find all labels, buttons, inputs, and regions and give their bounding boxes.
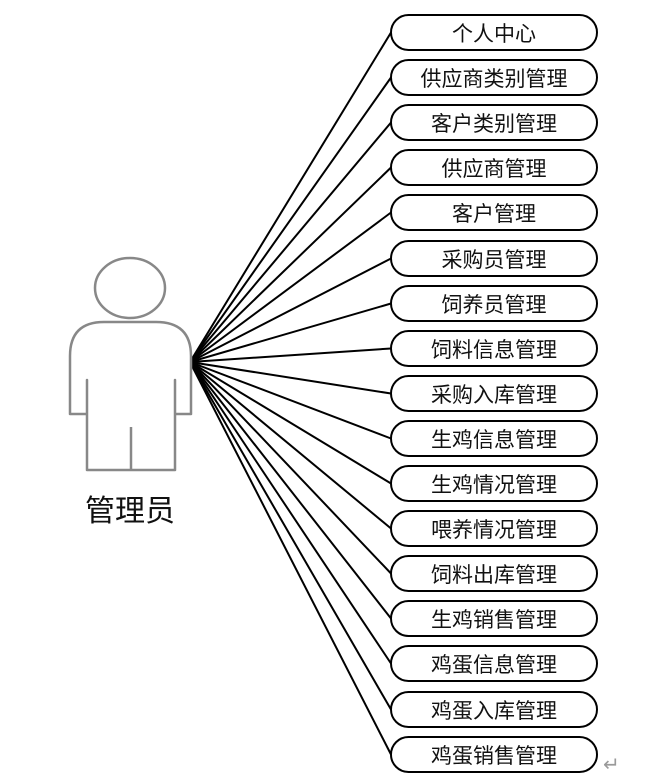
- use-case-5: 客户管理: [390, 194, 598, 231]
- association-line-9: [189, 361, 392, 395]
- use-case-2: 供应商类别管理: [390, 59, 598, 96]
- association-line-17: [189, 361, 392, 755]
- association-line-2: [189, 76, 392, 363]
- person-icon: [68, 256, 193, 472]
- association-line-14: [189, 361, 392, 620]
- association-line-1: [189, 31, 392, 363]
- use-case-16: 鸡蛋入库管理: [390, 691, 598, 728]
- paragraph-mark: ↵: [603, 752, 620, 776]
- association-line-11: [189, 361, 392, 485]
- association-line-12: [189, 361, 392, 530]
- use-case-9: 采购入库管理: [390, 375, 598, 412]
- association-line-3: [189, 121, 392, 363]
- association-line-5: [189, 211, 392, 363]
- use-case-17: 鸡蛋销售管理: [390, 736, 598, 773]
- use-case-10: 生鸡信息管理: [390, 420, 598, 457]
- association-line-4: [189, 166, 392, 363]
- association-line-16: [189, 361, 392, 711]
- use-case-14: 生鸡销售管理: [390, 600, 598, 637]
- use-case-1: 个人中心: [390, 14, 598, 51]
- use-case-15: 鸡蛋信息管理: [390, 645, 598, 682]
- association-line-13: [189, 361, 392, 575]
- association-line-6: [189, 257, 392, 363]
- association-line-7: [189, 302, 392, 363]
- association-line-15: [189, 361, 392, 665]
- use-case-3: 客户类别管理: [390, 104, 598, 141]
- association-line-8: [189, 347, 392, 363]
- actor-label: 管理员: [85, 494, 175, 529]
- association-line-10: [189, 361, 392, 440]
- use-case-13: 饲料出库管理: [390, 555, 598, 592]
- use-case-11: 生鸡情况管理: [390, 465, 598, 502]
- use-case-8: 饲料信息管理: [390, 330, 598, 367]
- use-case-7: 饲养员管理: [390, 285, 598, 322]
- use-case-4: 供应商管理: [390, 149, 598, 186]
- association-lines: [189, 31, 392, 755]
- use-case-12: 喂养情况管理: [390, 510, 598, 547]
- use-case-6: 采购员管理: [390, 240, 598, 277]
